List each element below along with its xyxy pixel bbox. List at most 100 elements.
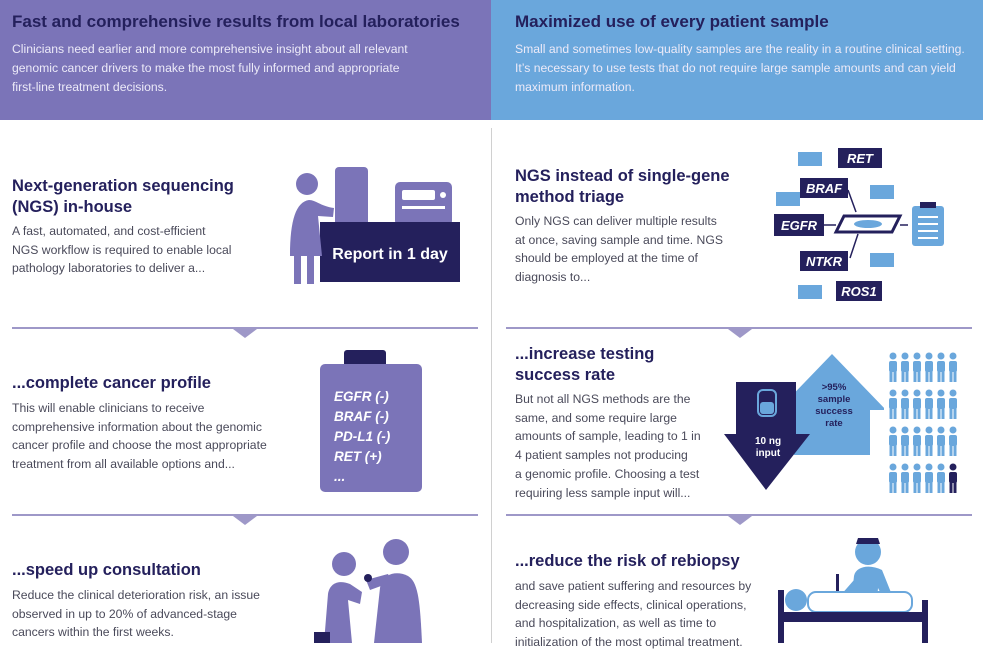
result-line: EGFR (-) (334, 389, 389, 404)
person-icon (913, 352, 921, 382)
gene-tag-braf (800, 178, 848, 198)
title-line: Next-generation sequencing (12, 177, 234, 195)
section-divider (12, 514, 478, 516)
person-icon (937, 463, 945, 493)
header-right-line: maximum information. (515, 80, 635, 94)
sequencer-machine-icon (395, 182, 452, 226)
person-icon (925, 426, 933, 456)
section-title: Next-generation sequencing (NGS) in-hous… (12, 176, 234, 218)
person-icon (901, 352, 909, 382)
gene-label: BRAF (806, 181, 843, 196)
flow-arrow-icon (728, 516, 752, 525)
biopsy-needle-icon (836, 574, 839, 602)
hospital-bed-icon (778, 612, 928, 622)
gene-tag-ros1 (836, 281, 882, 301)
person-icon (889, 352, 897, 382)
gene-label: ROS1 (841, 284, 876, 299)
section-body: Reduce the clinical deterioration risk, … (12, 586, 260, 642)
section-divider (506, 327, 972, 329)
gene-tag-egfr (774, 214, 824, 236)
patient-icon (785, 589, 807, 611)
person-icon (925, 352, 933, 382)
body-line: This will enable clinicians to receive (12, 401, 205, 415)
person-icon (901, 426, 909, 456)
input-label: input (756, 448, 781, 459)
section-title: ...complete cancer profile (12, 374, 211, 392)
person-icon (937, 426, 945, 456)
doctor-icon (383, 539, 409, 565)
body-line: decreasing side effects, clinical operat… (515, 597, 747, 612)
rebiopsy-illustration (778, 538, 928, 643)
body-line: should be employed at the time of (515, 251, 698, 266)
gene-tag-ret (838, 148, 882, 168)
section-title: ...increase testing success rate (515, 344, 654, 386)
section-title: NGS instead of single-gene method triage (515, 166, 730, 208)
body-line: cancer profile and choose the most appro… (12, 438, 267, 453)
person-icon (949, 389, 957, 419)
section-body: A fast, automated, and cost-efficient NG… (12, 222, 231, 278)
report-label: Report in 1 day (332, 246, 448, 263)
gene-label: NTKR (806, 254, 843, 269)
header-left: Fast and comprehensive results from loca… (0, 0, 491, 120)
report-document-icon (912, 206, 944, 246)
person-icon (889, 426, 897, 456)
person-icon (949, 352, 957, 382)
success-label: success (815, 406, 853, 417)
flow-arrow-icon (233, 329, 257, 338)
body-line: same, and some require large (515, 410, 677, 425)
section-title: ...speed up consultation (12, 561, 201, 579)
header-right-title: Maximized use of every patient sample (515, 12, 829, 31)
flow-arrow-icon (728, 329, 752, 338)
body-line: Reduce the clinical deterioration risk, … (12, 588, 260, 602)
report-banner (320, 222, 460, 282)
section-body: and save patient suffering and resources… (515, 577, 751, 652)
result-line: RET (+) (334, 449, 382, 464)
body-line: NGS workflow is required to enable local (12, 242, 232, 257)
body-line: Only NGS can deliver multiple results (515, 214, 717, 228)
body-line: treatment from all available options and… (12, 457, 235, 472)
header-left-line: Clinicians need earlier and more compreh… (12, 42, 408, 56)
person-icon (901, 389, 909, 419)
person-icon (913, 389, 921, 419)
lab-illustration: Report in 1 day (290, 167, 460, 284)
body-line: a genomic profile. Choosing a test (515, 466, 700, 481)
header-left-text: Clinicians need earlier and more compreh… (12, 40, 479, 97)
header-left-line: first-line treatment decisions. (12, 80, 168, 94)
body-line: 4 patient samples not producing (515, 448, 688, 463)
body-line: at once, saving sample and time. NGS (515, 232, 723, 247)
section-body: Only NGS can deliver multiple results at… (515, 212, 723, 287)
person-icon (925, 389, 933, 419)
gene-label: EGFR (781, 218, 818, 233)
person-icon (937, 389, 945, 419)
person-icon (901, 463, 909, 493)
body-line: diagnosis to... (515, 270, 591, 285)
body-line: But not all NGS methods are the (515, 392, 691, 406)
section-body: This will enable clinicians to receive c… (12, 399, 267, 474)
body-line: comprehensive information about the geno… (12, 419, 262, 434)
title-line: ...increase testing (515, 345, 655, 363)
body-line: requiring less sample input will... (515, 485, 691, 500)
body-line: observed in up to 20% of advanced-stage (12, 606, 237, 621)
clipboard-illustration: EGFR (-) BRAF (-) PD-L1 (-) RET (+) ... (320, 350, 422, 492)
person-icon (937, 352, 945, 382)
header-left-line: genomic cancer drivers to make the most … (12, 61, 400, 75)
surgeon-icon (855, 539, 881, 565)
body-line: A fast, automated, and cost-efficient (12, 224, 206, 238)
person-icon (925, 463, 933, 493)
section-divider (506, 514, 972, 516)
gene-tag-ntkr (800, 251, 848, 271)
section-body: But not all NGS methods are the same, an… (515, 390, 701, 502)
title-line: NGS instead of single-gene (515, 167, 730, 185)
header-right-line: It’s necessary to use tests that do not … (515, 61, 956, 75)
person-icon-failed (949, 463, 957, 493)
person-icon (949, 426, 957, 456)
title-line: success rate (515, 366, 615, 384)
person-icon (913, 426, 921, 456)
gene-panel-illustration: RET BRAF EGFR NTKR ROS1 (774, 148, 944, 301)
person-icon (889, 463, 897, 493)
success-label: >95% (822, 382, 847, 393)
input-label: 10 ng (755, 436, 781, 447)
body-line: amounts of sample, leading to 1 in (515, 429, 701, 444)
body-line: cancers within the first weeks. (12, 625, 174, 640)
result-line: ... (334, 469, 346, 484)
